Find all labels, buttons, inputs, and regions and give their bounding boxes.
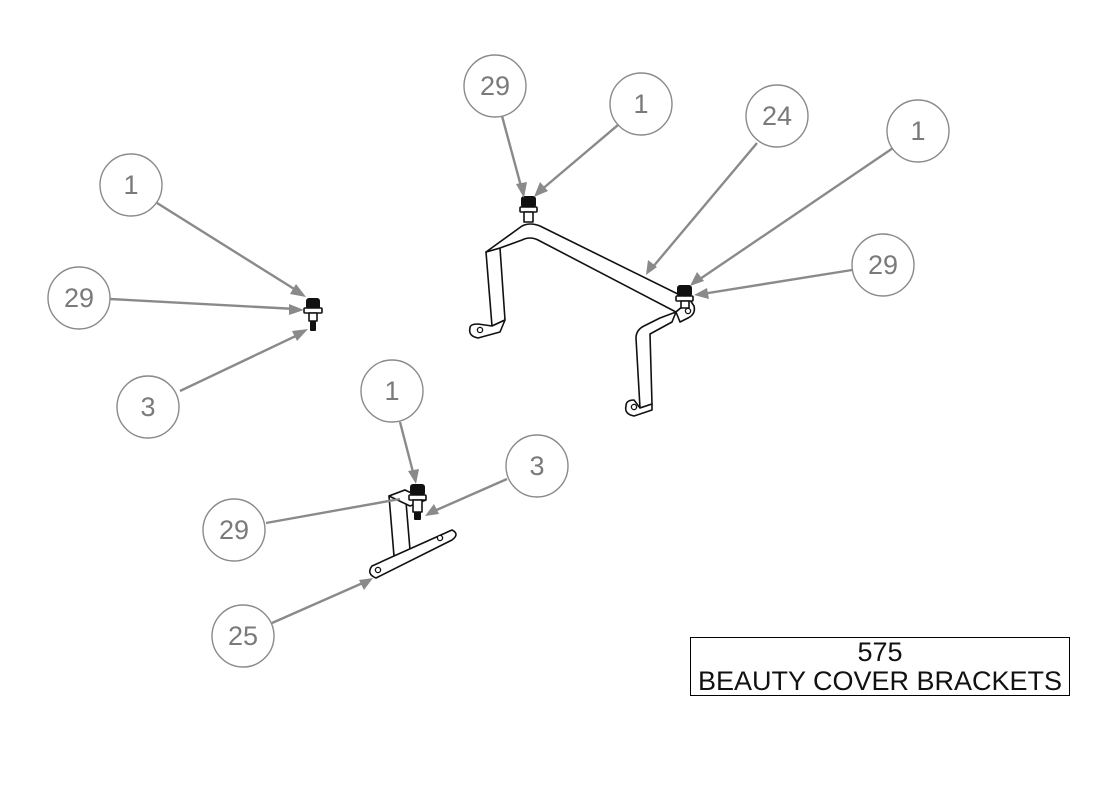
- left-fastener-part: [303, 298, 323, 331]
- balloon-1-top: 1: [609, 72, 673, 136]
- balloon-label: 1: [910, 116, 925, 146]
- small-bracket-part: [368, 484, 457, 579]
- balloon-1-bottom: 1: [360, 359, 424, 423]
- balloon-label: 1: [123, 170, 138, 200]
- balloon-1-left: 1: [99, 153, 163, 217]
- title-block: 575 BEAUTY COVER BRACKETS: [690, 637, 1070, 696]
- balloon-29-bottom: 29: [202, 498, 266, 562]
- balloon-label: 29: [219, 515, 249, 545]
- balloon-label: 3: [529, 451, 544, 481]
- balloon-label: 24: [762, 101, 792, 131]
- bracket-fastener-right: [675, 285, 694, 309]
- balloon-29-right: 29: [851, 233, 915, 297]
- drawing-title: BEAUTY COVER BRACKETS: [697, 666, 1063, 696]
- balloon-29-left: 29: [47, 266, 111, 330]
- balloon-label: 1: [633, 89, 648, 119]
- balloon-25: 25: [211, 604, 275, 668]
- balloon-label: 29: [64, 283, 94, 313]
- balloon-label: 29: [480, 71, 510, 101]
- balloon-label: 3: [140, 392, 155, 422]
- large-bracket-part: [468, 223, 696, 417]
- balloon-1-right: 1: [886, 99, 950, 163]
- balloon-label: 1: [384, 376, 399, 406]
- balloon-3-bottom: 3: [505, 434, 569, 498]
- bracket-fastener-top: [519, 196, 538, 223]
- balloon-29-top: 29: [463, 54, 527, 118]
- drawing-number: 575: [857, 637, 903, 667]
- balloon-label: 25: [228, 621, 258, 651]
- balloon-24: 24: [745, 84, 809, 148]
- leader-lines: [109, 115, 894, 625]
- balloon-3-left: 3: [116, 375, 180, 439]
- balloon-label: 29: [868, 250, 898, 280]
